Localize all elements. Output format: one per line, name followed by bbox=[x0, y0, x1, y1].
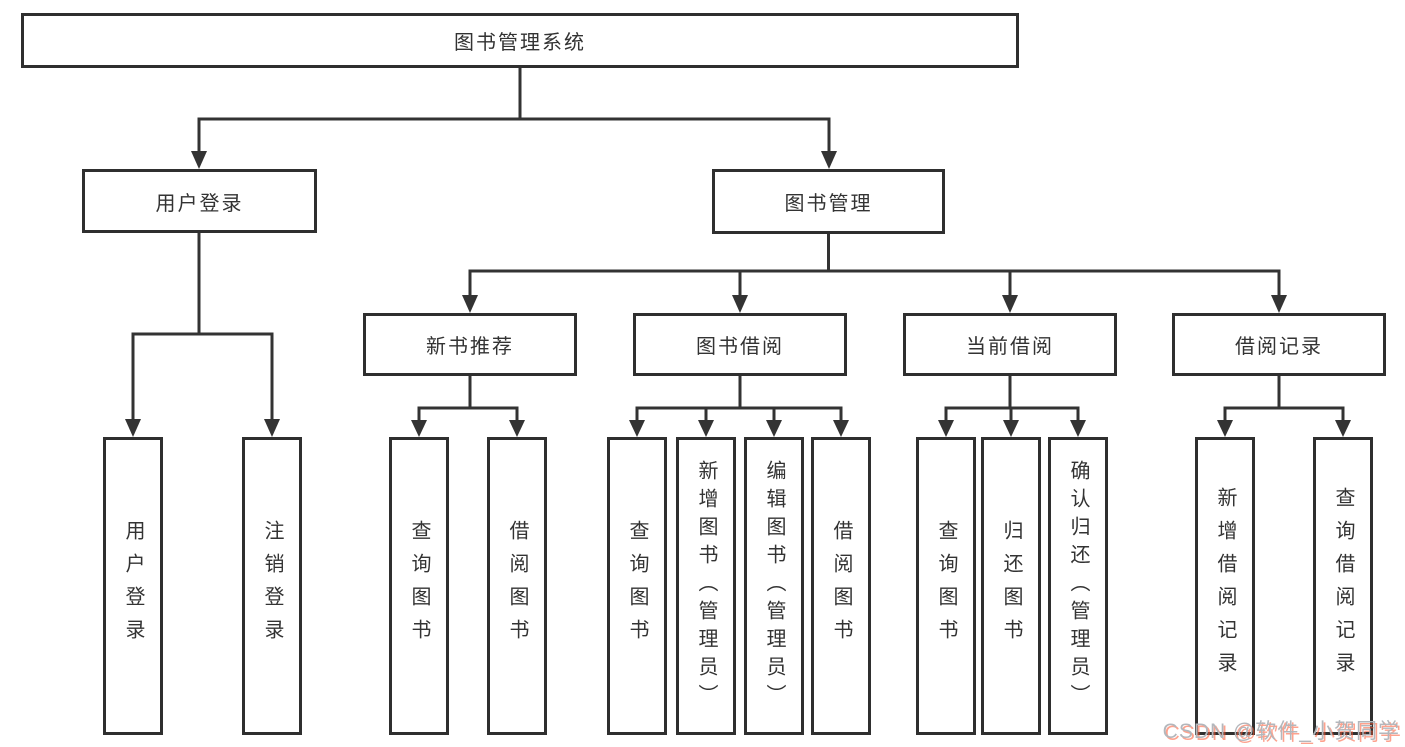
leaf-user-login: 用户登录 bbox=[103, 437, 163, 735]
leaf-newbook-query-books: 查询图书 bbox=[389, 437, 449, 735]
node-current-borrowing: 当前借阅 bbox=[903, 313, 1117, 376]
node-book-management-label: 图书管理 bbox=[784, 193, 873, 215]
leaf-borrowing-query-books-label: 查询图书 bbox=[626, 520, 648, 652]
node-book-borrowing: 图书借阅 bbox=[633, 313, 847, 376]
leaf-current-query-books: 查询图书 bbox=[916, 437, 976, 735]
node-user-login-label: 用户登录 bbox=[155, 192, 244, 215]
leaf-current-return-books-label: 归还图书 bbox=[1000, 520, 1022, 652]
node-new-book-recommend: 新书推荐 bbox=[363, 313, 577, 376]
leaf-borrowing-borrow-books: 借阅图书 bbox=[811, 437, 871, 735]
node-library-system-label: 图书管理系统 bbox=[454, 32, 586, 54]
leaf-newbook-borrow-books-label: 借阅图书 bbox=[506, 520, 528, 652]
node-user-login: 用户登录 bbox=[82, 169, 317, 233]
leaf-current-confirm-return-admin-label: 确认归还（管理员） bbox=[1067, 460, 1089, 712]
leaf-logout: 注销登录 bbox=[242, 437, 302, 735]
leaf-newbook-borrow-books: 借阅图书 bbox=[487, 437, 547, 735]
leaf-current-return-books: 归还图书 bbox=[981, 437, 1041, 735]
leaf-record-add-borrow-record: 新增借阅记录 bbox=[1195, 437, 1255, 735]
leaf-current-confirm-return-admin: 确认归还（管理员） bbox=[1048, 437, 1108, 735]
node-library-system: 图书管理系统 bbox=[21, 13, 1019, 68]
leaf-record-query-borrow-record: 查询借阅记录 bbox=[1313, 437, 1373, 735]
node-borrow-records: 借阅记录 bbox=[1172, 313, 1386, 376]
node-current-borrowing-label: 当前借阅 bbox=[966, 336, 1054, 358]
leaf-borrowing-edit-books-admin-label: 编辑图书（管理员） bbox=[763, 460, 785, 712]
leaf-record-query-borrow-record-label: 查询借阅记录 bbox=[1332, 487, 1354, 685]
leaf-current-query-books-label: 查询图书 bbox=[935, 520, 957, 652]
leaf-logout-label: 注销登录 bbox=[261, 520, 283, 652]
leaf-borrowing-add-books-admin-label: 新增图书（管理员） bbox=[695, 460, 717, 712]
leaf-newbook-query-books-label: 查询图书 bbox=[408, 520, 430, 652]
node-borrow-records-label: 借阅记录 bbox=[1235, 336, 1323, 358]
leaf-user-login-label: 用户登录 bbox=[122, 520, 144, 652]
leaf-borrowing-add-books-admin: 新增图书（管理员） bbox=[676, 437, 736, 735]
leaf-borrowing-borrow-books-label: 借阅图书 bbox=[830, 520, 852, 652]
csdn-watermark: CSDN @软件_小贺同学 bbox=[1162, 720, 1400, 743]
leaf-borrowing-query-books: 查询图书 bbox=[607, 437, 667, 735]
leaf-record-add-borrow-record-label: 新增借阅记录 bbox=[1214, 487, 1236, 685]
node-book-management: 图书管理 bbox=[712, 169, 945, 234]
leaf-borrowing-edit-books-admin: 编辑图书（管理员） bbox=[744, 437, 804, 735]
node-book-borrowing-label: 图书借阅 bbox=[696, 336, 784, 358]
node-new-book-recommend-label: 新书推荐 bbox=[426, 336, 514, 358]
